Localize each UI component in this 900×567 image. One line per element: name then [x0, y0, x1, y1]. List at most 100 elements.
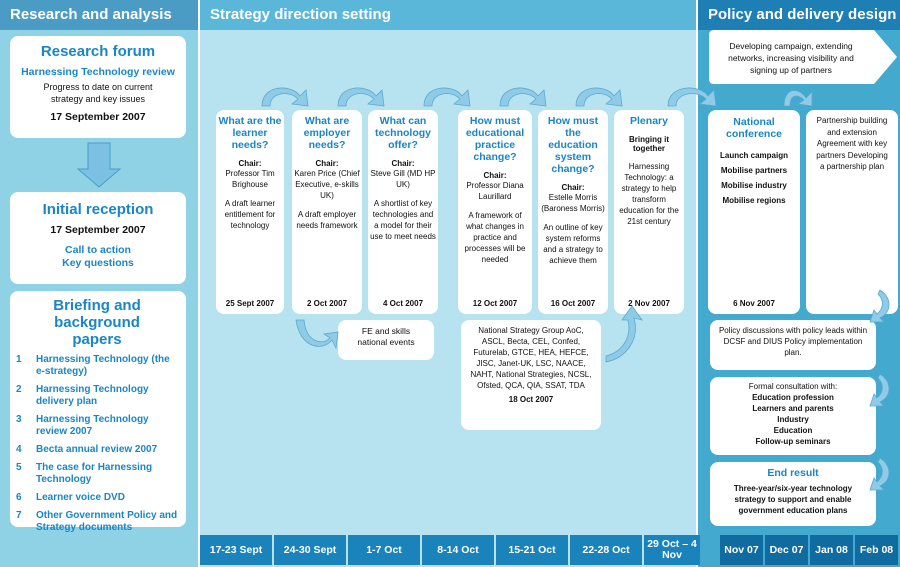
curved-up-arrow-icon: [605, 305, 643, 363]
national-conference-title: National conference: [725, 116, 783, 140]
topic-box: How must the education system change? Cha…: [538, 110, 608, 314]
topic-chair-label: Bringing it together: [629, 135, 669, 153]
briefing-item[interactable]: 1 Harnessing Technology (the e-strategy): [16, 354, 178, 378]
topic-date: 16 Oct 2007: [550, 299, 596, 308]
consultation-item: Learners and parents: [752, 404, 834, 413]
research-forum-box: Research forum Harnessing Technology rev…: [10, 36, 186, 138]
national-conference-item: Launch campaign: [719, 151, 788, 160]
topic-box: What are employer needs? Chair:Karen Pric…: [292, 110, 362, 314]
curved-down-arrow-icon: [869, 457, 890, 491]
timeline-week: 24-30 Sept: [274, 535, 346, 565]
topic-description: A draft employer needs framework: [296, 210, 358, 230]
briefing-item-label: The case for Harnessing Technology: [36, 462, 153, 485]
curved-arrow-icon: [575, 87, 623, 107]
briefing-item-label: Becta annual review 2007: [36, 444, 158, 455]
campaign-arrow-shape: [709, 30, 897, 84]
national-conference-item: Mobilise regions: [722, 196, 786, 205]
policy-column-header: Policy and delivery design: [698, 0, 900, 30]
timeline-week: 15-21 Oct: [496, 535, 568, 565]
timeline-month: Feb 08: [855, 535, 898, 565]
down-arrow-icon: [76, 142, 122, 188]
consultation-item: Follow-up seminars: [755, 437, 831, 446]
topic-chair-label: Chair:: [315, 159, 339, 168]
curved-arrow-icon: [499, 87, 547, 107]
topic-chair-label: Chair:: [391, 159, 415, 168]
initial-reception-box: Initial reception 17 September 2007 Call…: [10, 192, 186, 284]
timeline-month: Jan 08: [810, 535, 853, 565]
curved-arrow-icon: [261, 87, 309, 107]
nsg-text: National Strategy Group AoC, ASCL, Becta…: [470, 326, 592, 390]
consultation-item: Industry: [777, 415, 809, 424]
campaign-text: Developing campaign, extending networks,…: [728, 41, 854, 75]
initial-reception-line1: Call to action: [65, 244, 131, 256]
briefing-item[interactable]: 6 Learner voice DVD: [16, 492, 178, 504]
curved-arrow-icon: [667, 87, 717, 107]
briefing-item-number: 7: [16, 510, 22, 521]
fe-skills-text: FE and skills national events: [357, 326, 415, 347]
research-forum-title: Research forum: [40, 43, 156, 60]
briefing-item[interactable]: 5 The case for Harnessing Technology: [16, 462, 178, 486]
curved-arrow-icon: [337, 87, 385, 107]
briefing-title: Briefing and background papers: [53, 297, 141, 348]
consultation-item: Education: [773, 426, 813, 435]
timeline-month: Dec 07: [765, 535, 808, 565]
briefing-item[interactable]: 4 Becta annual review 2007: [16, 444, 178, 456]
timeline-week: 22-28 Oct: [570, 535, 642, 565]
topic-description: A draft learner entitlement for technolo…: [224, 199, 276, 230]
briefing-item-label: Learner voice DVD: [36, 492, 125, 503]
policy-discussions-box: Policy discussions with policy leads wit…: [710, 320, 876, 370]
curved-down-arrow-icon: [869, 289, 890, 323]
briefing-list: 1 Harnessing Technology (the e-strategy) 2…: [16, 354, 178, 534]
initial-reception-line2: Key questions: [62, 257, 134, 269]
end-result-box: End result Three-year/six-year technolog…: [710, 462, 876, 526]
campaign-arrow: Developing campaign, extending networks,…: [708, 29, 898, 85]
initial-reception-date: 17 September 2007: [50, 224, 146, 236]
consultation-item: Education profession: [752, 393, 834, 402]
briefing-item-number: 3: [16, 414, 22, 425]
policy-discussions-text: Policy discussions with policy leads wit…: [718, 326, 868, 357]
timeline-week: 1-7 Oct: [348, 535, 420, 565]
timeline-week: 8-14 Oct: [422, 535, 494, 565]
briefing-item[interactable]: 3 Harnessing Technology review 2007: [16, 414, 178, 438]
briefing-item-label: Harnessing Technology (the e-strategy): [36, 354, 170, 377]
topic-date: 4 Oct 2007: [382, 299, 424, 308]
briefing-item-label: Harnessing Technology review 2007: [36, 414, 149, 437]
research-forum-date: 17 September 2007: [50, 111, 146, 123]
national-conference-item: Mobilise partners: [720, 166, 788, 175]
topic-date: 12 Oct 2007: [472, 299, 518, 308]
curved-down-arrow-icon: [869, 373, 890, 407]
topic-date: 2 Nov 2007: [628, 299, 670, 308]
curved-arrow-icon: [783, 90, 813, 107]
topic-title: How must the education system change?: [547, 115, 599, 175]
topic-chair: Steve Gill (MD HP UK): [370, 169, 436, 189]
topic-box: What are the learner needs?Chair:Profess…: [216, 110, 284, 314]
research-forum-subtitle: Harnessing Technology review: [21, 66, 175, 78]
briefing-item-label: Harnessing Technology delivery plan: [36, 384, 149, 407]
topic-chair: Karen Price (Chief Executive, e-skills U…: [294, 169, 360, 200]
consultation-box: Formal consultation with: Education prof…: [710, 377, 876, 455]
topic-title: What are the learner needs?: [218, 115, 282, 151]
topic-chair-label: Chair:: [561, 183, 585, 192]
topic-title: What are employer needs?: [303, 115, 351, 151]
briefing-item-number: 1: [16, 354, 22, 365]
briefing-item-number: 6: [16, 492, 22, 503]
end-result-title: End result: [767, 467, 819, 479]
curved-arrow-icon: [423, 87, 471, 107]
topic-chair-label: Chair:: [483, 171, 507, 180]
topic-chair: Professor Tim Brighouse: [225, 169, 275, 189]
research-column-header: Research and analysis: [0, 0, 198, 30]
timeline-month: Nov 07: [720, 535, 763, 565]
briefing-item-number: 5: [16, 462, 22, 473]
topic-date: 2 Oct 2007: [306, 299, 348, 308]
fe-skills-box: FE and skills national events: [338, 320, 434, 360]
briefing-item-number: 4: [16, 444, 22, 455]
national-conference-date: 6 Nov 2007: [733, 299, 775, 308]
national-conference-item: Mobilise industry: [721, 181, 787, 190]
curved-down-arrow-icon: [295, 319, 339, 350]
partnership-text: Partnership building and extension Agree…: [816, 116, 888, 171]
